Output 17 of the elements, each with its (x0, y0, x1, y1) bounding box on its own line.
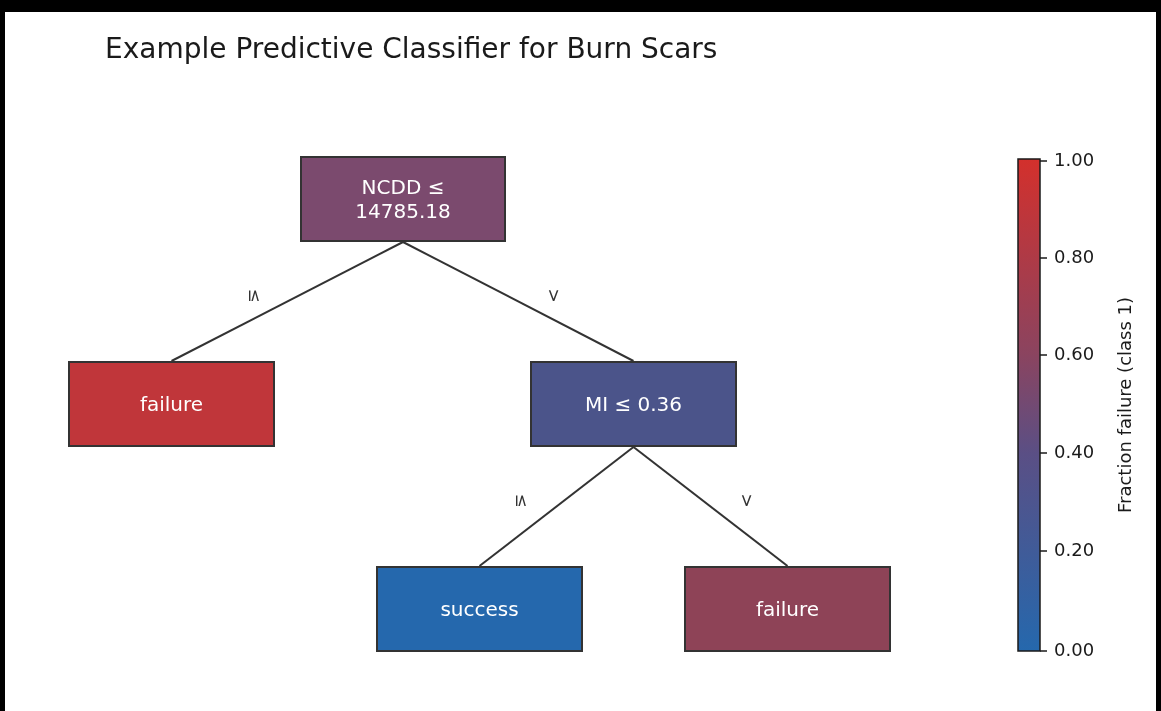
tree-node-box: failure (684, 566, 891, 652)
tree-branch-line (170, 241, 404, 362)
tree-node-box: MI ≤ 0.36 (530, 361, 737, 447)
colorbar-tick-label: 0.40 (1054, 443, 1095, 461)
tree-branch-line (402, 241, 635, 362)
colorbar-tick-label: 0.00 (1054, 641, 1095, 659)
tree-node-box: failure (68, 361, 275, 447)
tree-node-box: NCDD ≤ 14785.18 (300, 156, 506, 242)
tree-branch-line (478, 446, 635, 567)
diagram-title: Example Predictive Classifier for Burn Scars (105, 31, 718, 67)
colorbar-tick-label: 1.00 (1054, 151, 1095, 169)
colorbar-tick-label: 0.60 (1054, 345, 1095, 363)
colorbar-axis-label: Fraction failure (class 1) (1116, 296, 1134, 514)
tree-branch-line (632, 446, 789, 567)
colorbar-tick-label: 0.80 (1054, 248, 1095, 266)
tree-node-box: success (376, 566, 583, 652)
colorbar-tick-label: 0.20 (1054, 541, 1095, 559)
